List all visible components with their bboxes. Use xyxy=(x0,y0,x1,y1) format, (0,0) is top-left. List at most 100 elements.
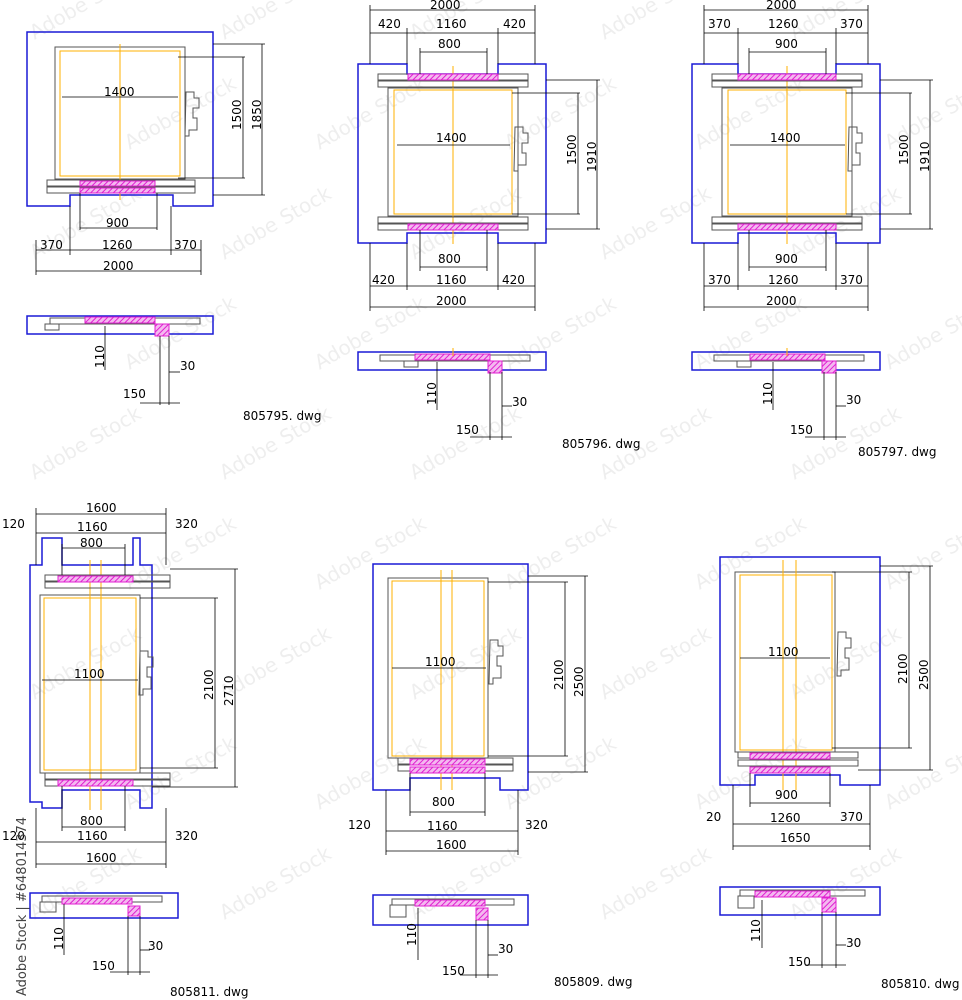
watermark-tile: Adobe Stock xyxy=(500,291,621,374)
dim-shaft-depth: 1850 xyxy=(250,99,264,130)
drawing-805810: 1100 2100 2500 900 20 1260 370 1650 110 … xyxy=(706,556,960,991)
dim-width-total: 2000 xyxy=(103,259,134,273)
dimension-label: 370 xyxy=(840,273,863,287)
drawing-805795: 1400 1500 1850 900 370 1260 370 2000 110… xyxy=(26,31,322,423)
dimension-label: 900 xyxy=(775,252,798,266)
stock-watermark: Adobe Stock | #648014374 xyxy=(15,817,30,996)
dimension-label: 420 xyxy=(503,17,526,31)
section-view: 110 30 150 xyxy=(357,348,547,440)
dimension-label: 805810. dwg xyxy=(881,977,960,991)
dim-car-depth: 1500 xyxy=(230,99,244,130)
dimension-label: 1160 xyxy=(77,520,108,534)
dimension-label: 2000 xyxy=(766,294,797,308)
dimension-label: 150 xyxy=(442,964,465,978)
dimension-label: 805796. dwg xyxy=(562,437,641,451)
dimension-label: 370 xyxy=(840,810,863,824)
dimension-label: 2500 xyxy=(917,659,931,690)
dimension-label: 320 xyxy=(525,818,548,832)
dimension-label: 1260 xyxy=(768,17,799,31)
drawing-805811: 1600 120 1160 320 800 1100 2100 2710 800… xyxy=(2,501,249,999)
dimension-label: 1260 xyxy=(768,273,799,287)
watermark-tile: Adobe Stock xyxy=(595,0,716,44)
plan-view: 1400 1500 1850 900 370 1260 370 2000 xyxy=(26,31,265,275)
dimension-label: 30 xyxy=(846,936,861,950)
watermark-tile: Adobe Stock xyxy=(785,401,906,484)
watermark-tile: Adobe Stock xyxy=(215,181,336,264)
watermark-tile: Adobe Stock xyxy=(25,621,146,704)
dimension-label: 2710 xyxy=(222,675,236,706)
dimension-label: 110 xyxy=(52,927,66,950)
dimension-label: 120 xyxy=(2,829,25,843)
sec-b: 30 xyxy=(180,359,195,373)
section-view: 110 30 150 xyxy=(691,348,881,440)
dim-right: 370 xyxy=(174,238,197,252)
dimension-label: 110 xyxy=(425,382,439,405)
dimension-label: 800 xyxy=(438,37,461,51)
watermark-tile: Adobe Stock xyxy=(690,511,811,594)
dimension-label: 120 xyxy=(2,517,25,531)
dimension-label: 370 xyxy=(708,273,731,287)
drawing-805797: 2000 370 1260 370 900 1400 1500 1910 900… xyxy=(691,0,937,459)
dimension-label: 120 xyxy=(348,818,371,832)
dimension-label: 900 xyxy=(775,37,798,51)
dimension-label: 150 xyxy=(92,959,115,973)
dimension-label: 420 xyxy=(502,273,525,287)
dimension-label: 900 xyxy=(775,788,798,802)
dimension-label: 320 xyxy=(175,517,198,531)
dimension-label: 805809. dwg xyxy=(554,975,633,989)
dimension-label: 1160 xyxy=(436,17,467,31)
dimension-label: 800 xyxy=(80,536,103,550)
watermark-tile: Adobe Stock xyxy=(25,0,146,44)
dimension-label: 370 xyxy=(840,17,863,31)
dimension-label: 800 xyxy=(438,252,461,266)
dimension-label: 1400 xyxy=(770,131,801,145)
dimension-label: 1910 xyxy=(918,141,932,172)
dim-car-width: 1400 xyxy=(104,85,135,99)
dimension-label: 370 xyxy=(708,17,731,31)
dim-opening: 1260 xyxy=(102,238,133,252)
dimension-label: 30 xyxy=(846,393,861,407)
dimension-label: 1650 xyxy=(780,831,811,845)
dimension-label: 800 xyxy=(432,795,455,809)
dimension-label: 110 xyxy=(405,923,419,946)
watermark-tile: Adobe Stock xyxy=(25,401,146,484)
dimension-label: 1600 xyxy=(436,838,467,852)
dimension-label: 1100 xyxy=(768,645,799,659)
dimension-label: 320 xyxy=(175,829,198,843)
drawing-805809: 1100 2100 2500 800 120 1160 320 1600 110… xyxy=(348,563,633,989)
dimension-label: 2500 xyxy=(572,666,586,697)
watermark-tile: Adobe Stock xyxy=(215,0,336,44)
shaft-outline xyxy=(26,31,214,207)
dimension-label: 1260 xyxy=(770,811,801,825)
dimension-label: 1600 xyxy=(86,851,117,865)
dim-left: 370 xyxy=(40,238,63,252)
watermark-text: Adobe Stock | #648014374 xyxy=(15,817,30,996)
door-panel-hatch xyxy=(79,180,156,187)
dimension-label: 805811. dwg xyxy=(170,985,249,999)
watermark-tile: Adobe Stock xyxy=(310,71,431,154)
dimension-label: 110 xyxy=(761,382,775,405)
watermark-tile: Adobe Stock xyxy=(595,181,716,264)
watermark-tile: Adobe Stock xyxy=(880,291,962,374)
dimension-label: 800 xyxy=(80,814,103,828)
section-view: 110 30 150 xyxy=(26,315,214,405)
section-view: 110 30 150 xyxy=(719,886,881,969)
watermark-tile: Adobe Stock xyxy=(405,841,526,924)
watermark-tile: Adobe Stock xyxy=(405,401,526,484)
dimension-label: 150 xyxy=(456,423,479,437)
dimension-label: 420 xyxy=(378,17,401,31)
watermark-tile: Adobe Stock xyxy=(880,511,962,594)
section-view: 110 30 150 xyxy=(29,892,179,975)
dimension-label: 1500 xyxy=(897,134,911,165)
dimension-label: 30 xyxy=(148,939,163,953)
counterweight-profile xyxy=(184,91,200,137)
watermark-tile: Adobe Stock xyxy=(405,621,526,704)
dimension-label: 2000 xyxy=(430,0,461,12)
watermark-tile: Adobe Stock xyxy=(595,621,716,704)
dimension-label: 1500 xyxy=(565,134,579,165)
dimension-label: 1100 xyxy=(425,655,456,669)
dimension-label: 420 xyxy=(372,273,395,287)
dimension-label: 2000 xyxy=(766,0,797,12)
dimension-label: 1160 xyxy=(427,819,458,833)
dimension-label: 2100 xyxy=(202,669,216,700)
